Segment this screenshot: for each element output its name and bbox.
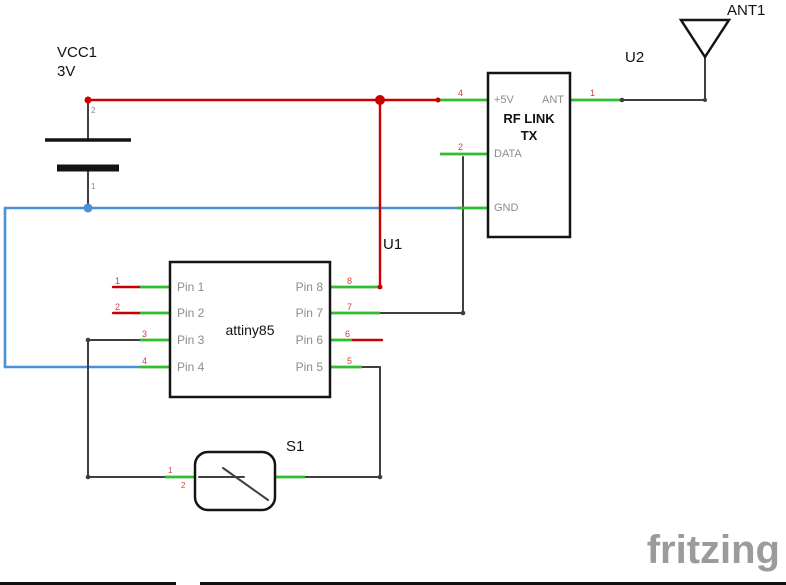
attiny-pin1-number: 1 [115,276,121,286]
attiny-pin6-number: 6 [345,329,351,339]
attiny-pin2-label: Pin 2 [177,306,205,320]
attiny-pin1-label: Pin 1 [177,280,205,294]
battery-value-label[interactable]: 3V [57,63,76,80]
attiny-pin4-number: 4 [142,356,148,366]
antenna-designator-label[interactable]: ANT1 [727,2,766,19]
attiny-pin5-label: Pin 5 [295,360,323,374]
battery-designator-label[interactable]: VCC1 [57,44,98,61]
rflink-gnd-label: GND [494,202,519,214]
rflink-ant-label: ANT [542,94,564,106]
attiny-pin5-number: 5 [347,356,353,366]
switch-designator-label[interactable]: S1 [286,438,305,455]
attiny-pin8-number: 8 [347,276,353,286]
rflink-data-label: DATA [494,148,522,160]
attiny-pin8-label: Pin 8 [295,280,323,294]
switch-lever-line [222,467,269,501]
rflink-body[interactable] [486,71,572,239]
bend-dot-switch-left[interactable] [85,474,91,480]
battery-pin1-number: 1 [91,182,96,191]
switch-body[interactable] [193,450,277,512]
bottom-border-right [200,582,786,585]
battery-power-dot[interactable] [84,96,92,104]
attiny-pin4-label: Pin 4 [177,360,205,374]
switch-pin2-number: 2 [181,481,186,490]
attiny85-body[interactable] [168,260,332,399]
rflink-designator-label[interactable]: U2 [625,49,645,66]
power-junction-dot[interactable] [375,95,385,105]
fritzing-watermark: fritzing [646,528,780,572]
switch-pin1-number: 1 [168,466,173,475]
bend-dot-ant[interactable] [619,97,625,103]
rflink-5v-label: +5V [494,94,514,106]
battery-pin2-number: 2 [91,106,96,115]
rflink-5v-number: 4 [458,88,464,98]
bottom-border-left [0,582,176,585]
attiny-pin3-label: Pin 3 [177,333,205,347]
antenna-symbol[interactable] [678,18,732,60]
bend-dot-ant-corner[interactable] [703,98,707,102]
attiny-pin7-number: 7 [347,302,353,312]
rflink-subtitle: TX [520,128,538,143]
bend-dot-pin7[interactable] [460,310,466,316]
power-endpoint-dot[interactable] [435,97,441,103]
bend-dot-switch-right[interactable] [377,474,383,480]
attiny-pin6-label: Pin 6 [295,333,323,347]
rflink-ant-number: 1 [590,88,596,98]
bend-dot-pin3[interactable] [85,337,91,343]
rflink-title: RF LINK [503,111,555,126]
ground-junction-dot[interactable] [83,203,93,213]
attiny-designator-label[interactable]: U1 [383,236,403,253]
pin8-endpoint-dot[interactable] [377,284,383,290]
attiny-pin2-number: 2 [115,302,121,312]
attiny-pin7-label: Pin 7 [295,306,323,320]
rflink-data-number: 2 [458,142,464,152]
attiny-pin3-number: 3 [142,329,148,339]
attiny-part-name: attiny85 [225,322,275,338]
